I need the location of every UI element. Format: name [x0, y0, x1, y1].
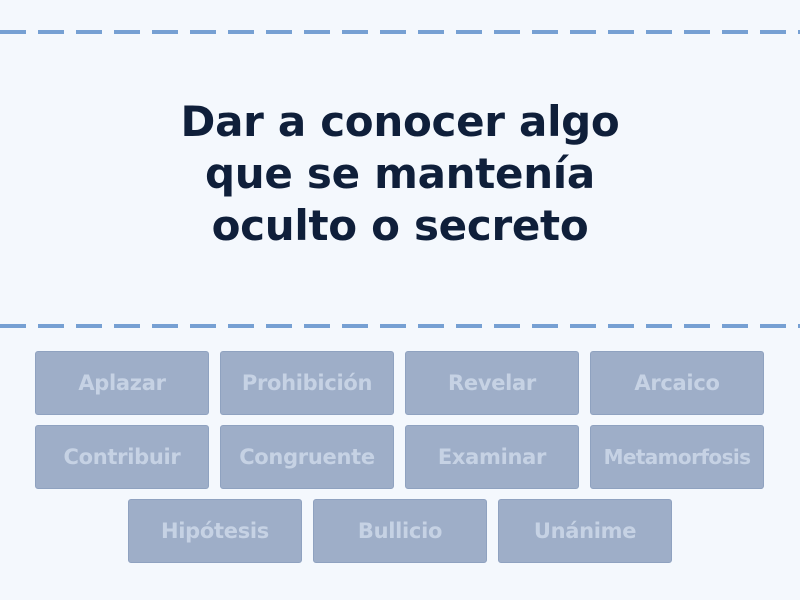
- answer-tile-examinar[interactable]: Examinar: [405, 425, 579, 489]
- answer-tile-hipotesis[interactable]: Hipótesis: [128, 499, 302, 563]
- answer-tile-bullicio[interactable]: Bullicio: [313, 499, 487, 563]
- question-text: Dar a conocer algo que se mantenía ocult…: [180, 97, 620, 250]
- bottom-dashed-divider: [0, 324, 800, 328]
- answer-tile-metamorfosis[interactable]: Metamorfosis: [590, 425, 764, 489]
- answer-tile-aplazar[interactable]: Aplazar: [35, 351, 209, 415]
- answer-tile-unanime[interactable]: Unánime: [498, 499, 672, 563]
- answer-tile-arcaico[interactable]: Arcaico: [590, 351, 764, 415]
- top-dashed-divider: [0, 30, 800, 34]
- answer-tile-prohibicion[interactable]: Prohibición: [220, 351, 394, 415]
- answer-tile-contribuir[interactable]: Contribuir: [35, 425, 209, 489]
- answer-tile-congruente[interactable]: Congruente: [220, 425, 394, 489]
- answer-tile-revelar[interactable]: Revelar: [405, 351, 579, 415]
